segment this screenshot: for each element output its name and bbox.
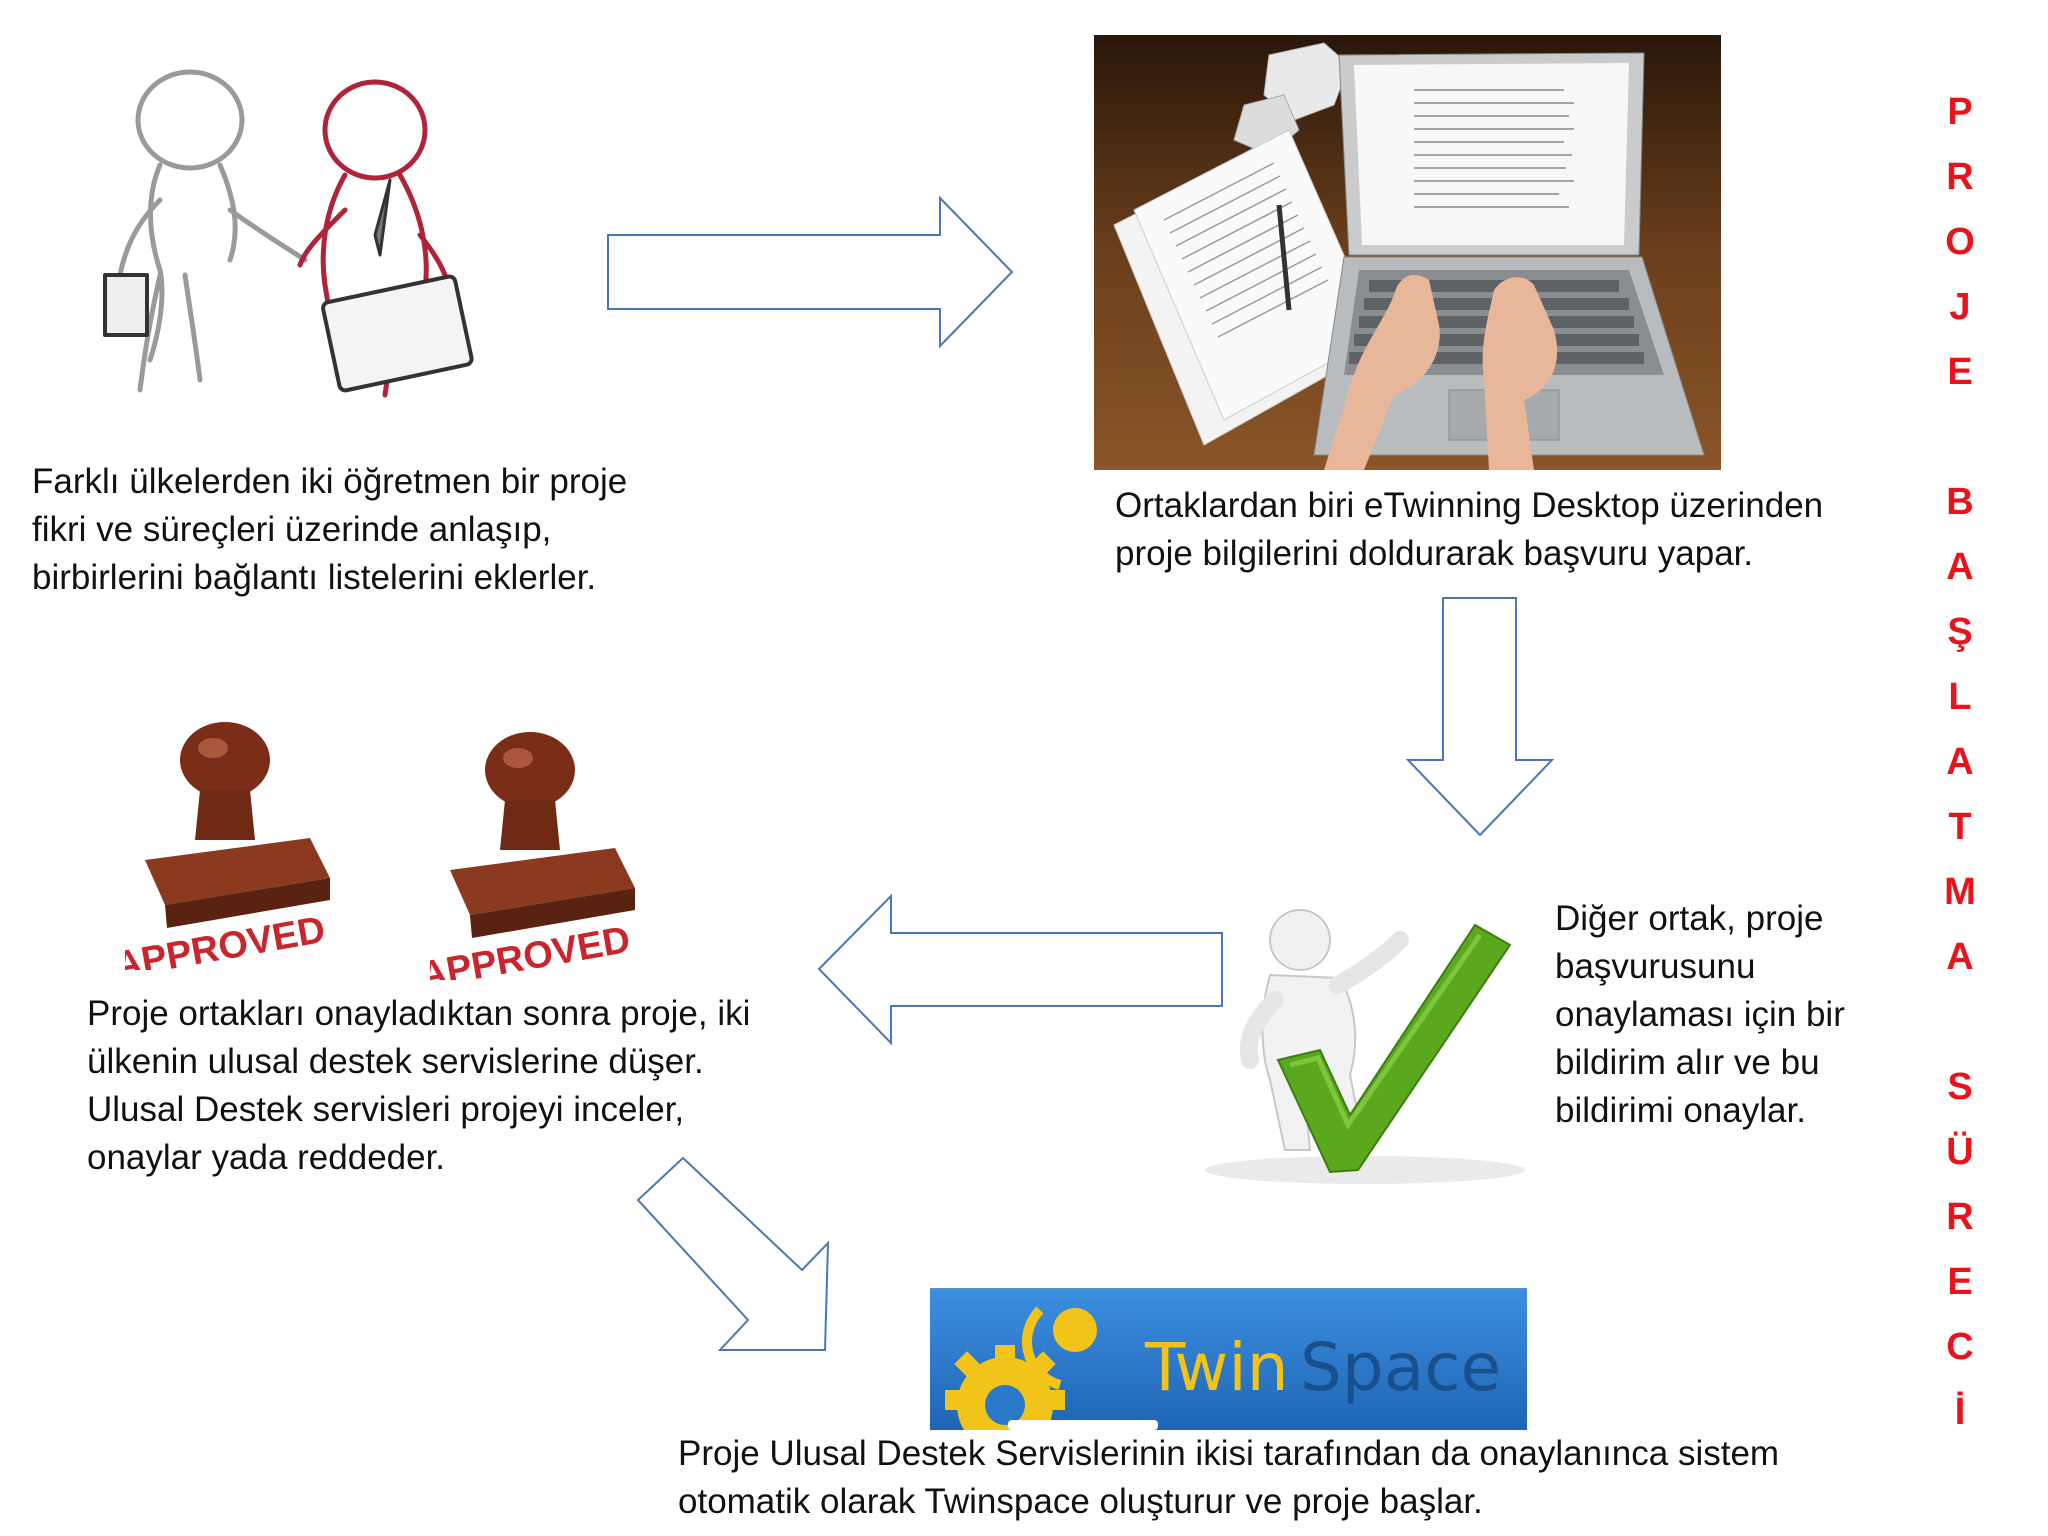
vertical-title-letter: R (1946, 156, 1974, 198)
step1-caption-line: fikri ve süreçleri üzerinde anlaşıp, (32, 510, 552, 549)
approved-stamp-icon: APPROVED (430, 732, 635, 980)
vertical-title-letter: A (1946, 741, 1974, 783)
approved-stamp-icon: APPROVED (125, 722, 330, 970)
vertical-title-letter: T (1948, 806, 1972, 848)
vertical-title-letter: A (1946, 546, 1974, 588)
step3-caption: Diğer ortak, proje başvurusunu onaylamas… (1555, 895, 1845, 1135)
twinspace-space-text: Space (1300, 1329, 1501, 1406)
step3-caption-line: bildirimi onaylar. (1555, 1091, 1806, 1130)
step2-caption-line: proje bilgilerini doldurarak başvuru yap… (1115, 534, 1754, 573)
vertical-title-letter: E (1947, 1261, 1973, 1303)
vertical-title-letter: İ (1954, 1391, 1966, 1433)
vertical-title-letter: S (1947, 1066, 1973, 1108)
twinspace-twin-text: Twin (1144, 1329, 1289, 1406)
step3-caption-line: bildirim alır ve bu (1555, 1043, 1820, 1082)
vertical-title-letter: M (1944, 871, 1976, 913)
stamp-label: APPROVED (430, 919, 633, 980)
step5-caption: Proje Ulusal Destek Servislerinin ikisi … (678, 1430, 1779, 1526)
step1-caption: Farklı ülkelerden iki öğretmen bir proje… (32, 458, 627, 602)
vertical-title-letter (1930, 405, 1990, 470)
vertical-title-letter: J (1949, 286, 1971, 328)
step2-caption: Ortaklardan biri eTwinning Desktop üzeri… (1115, 482, 1823, 578)
step1-caption-line: birbirlerini bağlantı listelerini eklerl… (32, 558, 597, 597)
arrow-down-icon (1405, 597, 1555, 837)
vertical-title-letter: A (1946, 936, 1974, 978)
step2-caption-line: Ortaklardan biri eTwinning Desktop üzeri… (1115, 486, 1824, 525)
step4-caption-line: onaylar yada reddeder. (87, 1138, 446, 1177)
vertical-title-letter: B (1946, 481, 1974, 523)
checkmark-person-icon (1205, 909, 1525, 1184)
vertical-title-letter: Ş (1947, 611, 1973, 653)
step4-caption-line: ülkenin ulusal destek servislerine düşer… (87, 1042, 704, 1081)
vertical-title-letter: C (1946, 1326, 1974, 1368)
step3-caption-line: Diğer ortak, proje (1555, 899, 1824, 938)
step5-caption-line: Proje Ulusal Destek Servislerinin ikisi … (678, 1434, 1780, 1473)
laptop-typing-image (1094, 35, 1721, 470)
step4-caption: Proje ortakları onayladıktan sonra proje… (87, 990, 750, 1182)
step3-caption-line: başvurusunu (1555, 947, 1756, 986)
twinspace-logo-icon: Twin Space (930, 1290, 1527, 1430)
vertical-title-letter: Ü (1946, 1131, 1974, 1173)
step4-caption-line: Proje ortakları onayladıktan sonra proje… (87, 994, 751, 1033)
vertical-title-letter: O (1945, 221, 1975, 263)
vertical-title-letter: R (1946, 1196, 1974, 1238)
step3-caption-line: onaylaması için bir (1555, 995, 1845, 1034)
stamp-label: APPROVED (125, 909, 328, 970)
vertical-title-letter: P (1947, 91, 1973, 133)
step4-caption-line: Ulusal Destek servisleri projeyi inceler… (87, 1090, 685, 1129)
vertical-title-letter (1930, 990, 1990, 1055)
step1-caption-line: Farklı ülkelerden iki öğretmen bir proje (32, 462, 628, 501)
vertical-title-letter: L (1948, 676, 1972, 718)
laptop-typing-icon (1094, 35, 1721, 470)
twinspace-logo: Twin Space (930, 1288, 1527, 1430)
arrow-left-icon (817, 893, 1223, 1046)
handshake-teachers-icon (103, 69, 474, 398)
step5-caption-line: otomatik olarak Twinspace oluşturur ve p… (678, 1482, 1483, 1521)
arrow-down-right-icon (636, 1156, 830, 1351)
arrow-right-icon (607, 195, 1014, 349)
vertical-title-letter: E (1947, 351, 1973, 393)
